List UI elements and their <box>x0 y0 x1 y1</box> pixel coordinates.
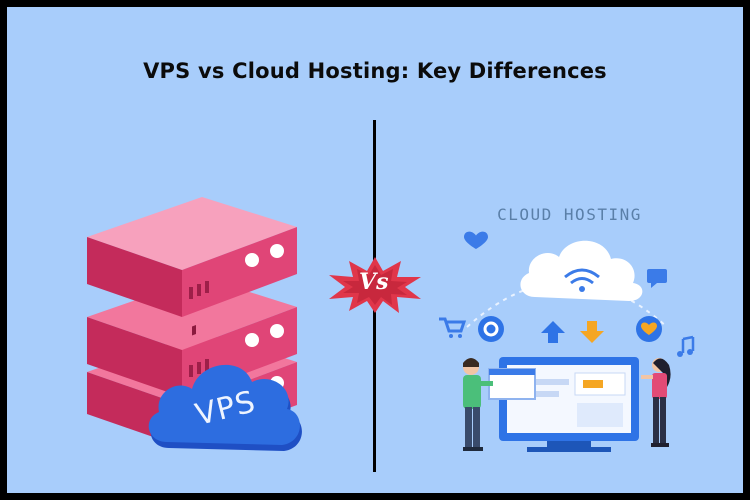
server-unit-top <box>87 197 297 317</box>
gear-icon <box>478 316 504 342</box>
chat-icon <box>647 269 667 288</box>
arrow-up-icon <box>541 321 565 343</box>
wifi-cloud-icon <box>520 240 643 301</box>
music-note-icon <box>677 335 695 357</box>
arrow-down-icon <box>580 321 604 343</box>
heart-icon <box>464 231 488 249</box>
cloud-hosting-illustration <box>439 231 695 452</box>
man-figure <box>463 358 493 451</box>
server-stack-illustration <box>87 197 302 451</box>
vps-cloud-icon <box>148 364 302 451</box>
vs-label: Vs <box>359 269 389 295</box>
vs-burst-icon <box>329 257 421 313</box>
woman-figure <box>641 358 671 447</box>
page-title: VPS vs Cloud Hosting: Key Differences <box>143 59 607 83</box>
heart-circle-icon <box>636 316 662 342</box>
cart-icon <box>439 317 467 338</box>
cloud-hosting-heading: CLOUD HOSTING <box>497 205 642 224</box>
